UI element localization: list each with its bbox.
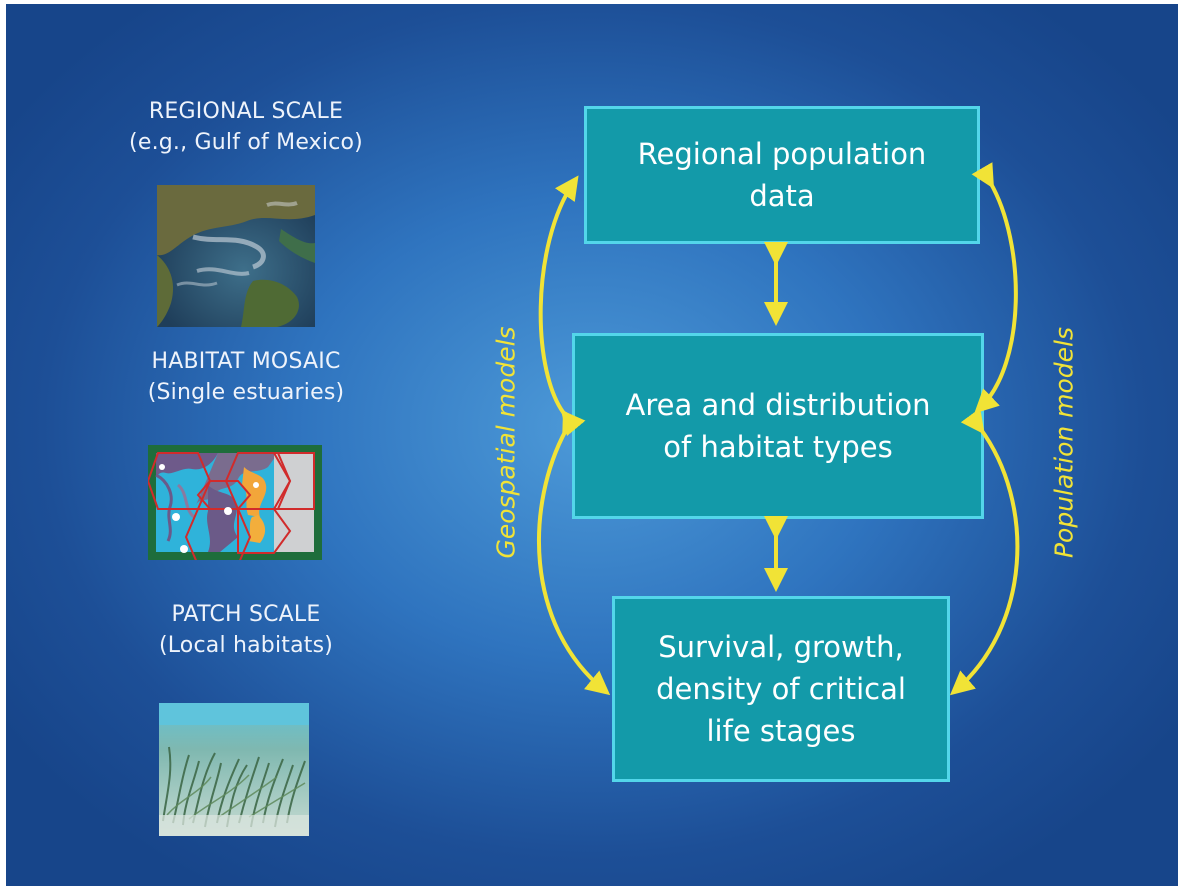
regional-population-line1: Regional population (637, 137, 927, 171)
satellite-gulf-icon (157, 185, 315, 327)
critical-life-stages-line2: density of critical (656, 672, 906, 706)
critical-life-stages-box: Survival, growth, density of critical li… (612, 596, 950, 782)
patch-scale-subtitle: (Local habitats) (158, 633, 334, 658)
habitat-map-icon (148, 445, 322, 560)
population-lower-arrow (949, 408, 1020, 696)
habitat-mosaic-label: HABITAT MOSAIC (Single estuaries) (106, 346, 386, 408)
geospatial-upper-arrow (538, 175, 586, 436)
regional-scale-label: REGIONAL SCALE (e.g., Gulf of Mexico) (106, 96, 386, 158)
regional-scale-title: REGIONAL SCALE (148, 99, 344, 124)
connector-arrows (537, 162, 1020, 696)
seagrass-photo-icon (159, 703, 309, 836)
habitat-distribution-line2: of habitat types (663, 430, 893, 464)
regional-scale-subtitle: (e.g., Gulf of Mexico) (129, 130, 363, 155)
geospatial-lower-arrow (537, 410, 611, 696)
geospatial-models-label: Geospatial models (491, 326, 521, 559)
slide-background: REGIONAL SCALE (e.g., Gulf of Mexico) HA… (6, 4, 1178, 886)
critical-life-stages-line1: Survival, growth, (658, 630, 904, 664)
habitat-distribution-box: Area and distribution of habitat types (572, 333, 984, 519)
regional-population-line2: data (749, 179, 815, 213)
population-models-label: Population models (1049, 326, 1079, 559)
habitat-mosaic-subtitle: (Single estuaries) (147, 380, 345, 405)
patch-scale-title: PATCH SCALE (171, 602, 321, 627)
habitat-mosaic-title: HABITAT MOSAIC (151, 349, 341, 374)
patch-scale-label: PATCH SCALE (Local habitats) (106, 599, 386, 661)
critical-life-stages-line3: life stages (706, 714, 856, 748)
habitat-distribution-line1: Area and distribution (625, 388, 931, 422)
population-upper-arrow (971, 162, 1018, 414)
